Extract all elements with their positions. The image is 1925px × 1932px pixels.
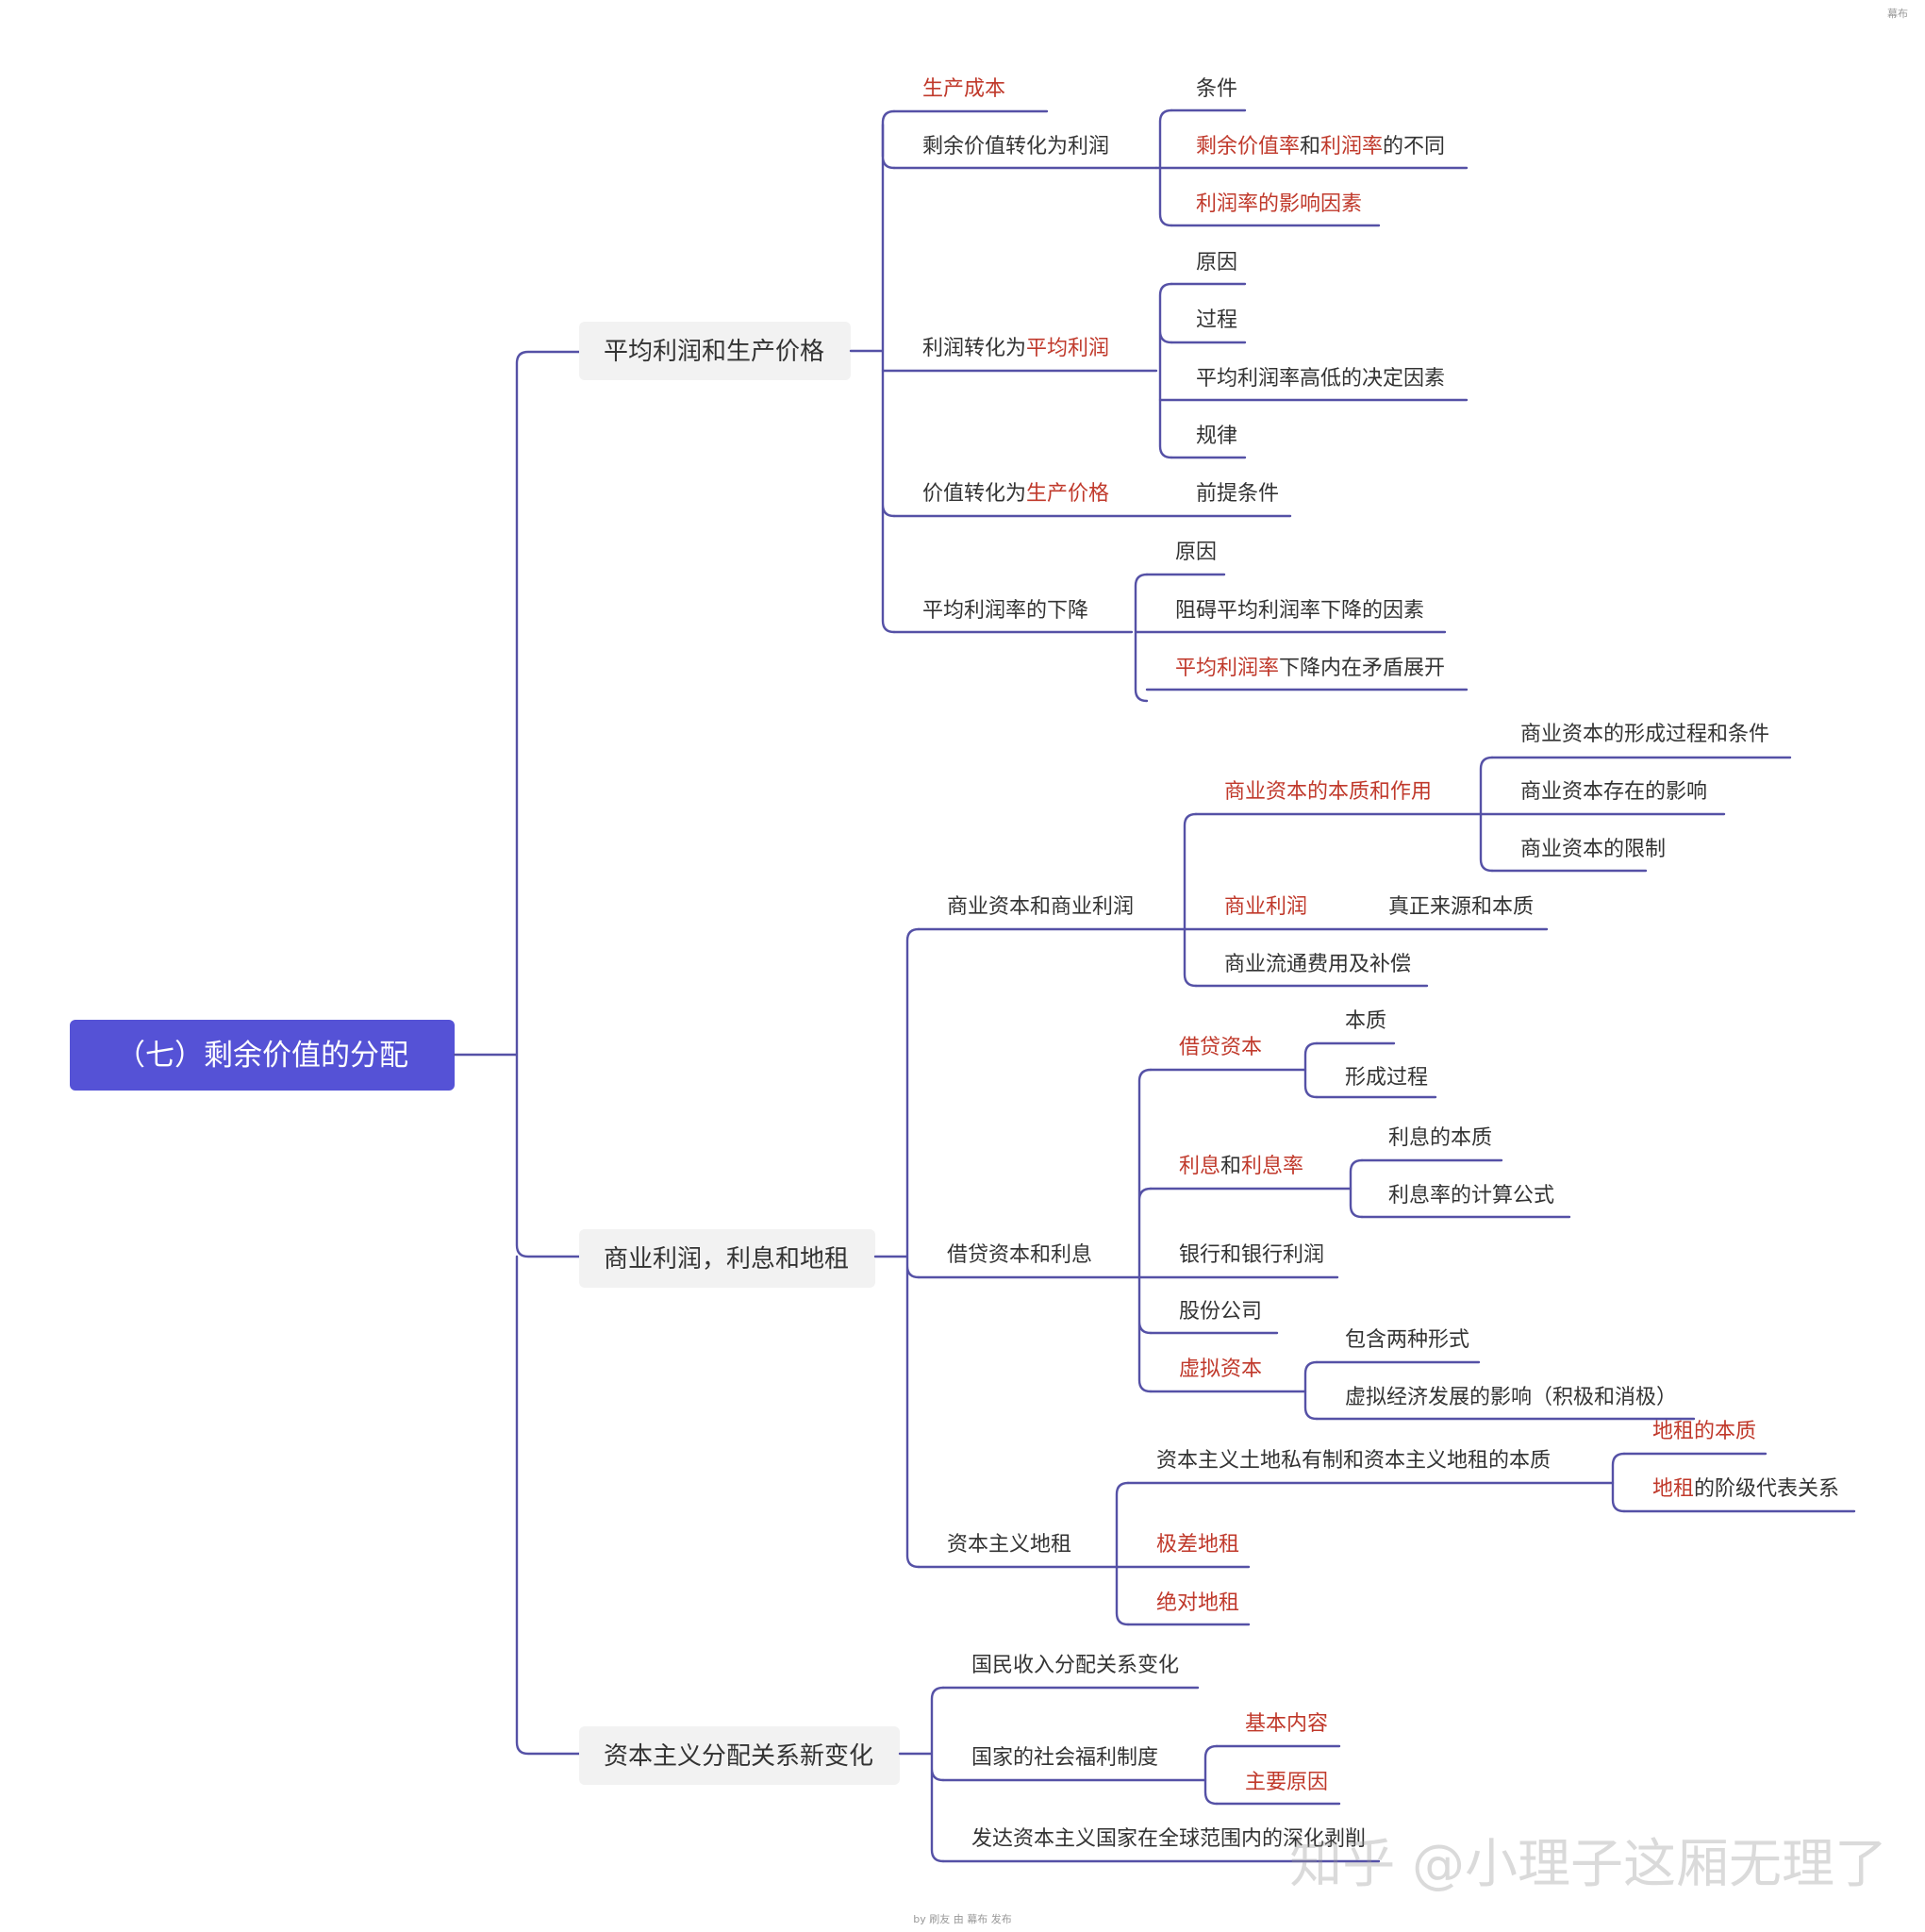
b1-c1-s1: 剩余价值率和利润率的不同 bbox=[1196, 135, 1445, 158]
b1-c0-label: 生产成本 bbox=[922, 77, 1005, 101]
b3-c2-label: 发达资本主义国家在全球范围内的深化剥削 bbox=[971, 1827, 1366, 1851]
b2-c2-s2: 绝对地租 bbox=[1156, 1591, 1239, 1615]
b1-c4-s1: 阻碍平均利润率下降的因素 bbox=[1175, 599, 1424, 623]
b2-c1-s0-g1: 形成过程 bbox=[1345, 1066, 1428, 1090]
b2-c0-label: 商业资本和商业利润 bbox=[947, 895, 1134, 919]
connector-b2 bbox=[873, 927, 921, 1569]
b3-c1-s0: 基本内容 bbox=[1245, 1712, 1328, 1736]
b2-c1-s1-g1: 利息率的计算公式 bbox=[1388, 1184, 1554, 1208]
b2-c1-s1-g0: 利息的本质 bbox=[1388, 1126, 1492, 1150]
watermark: 知乎 @小理子这厢无理了 bbox=[1289, 1834, 1887, 1895]
topic-avg-profit[interactable]: 平均利润和生产价格 bbox=[579, 322, 851, 380]
b2-c1-s2: 银行和银行利润 bbox=[1179, 1243, 1324, 1267]
b2-c0-s2: 商业流通费用及补偿 bbox=[1224, 953, 1411, 976]
b1-c2-s2: 平均利润率高低的决定因素 bbox=[1196, 367, 1445, 391]
root-node-label: （七）剩余价值的分配 bbox=[116, 1039, 408, 1073]
b2-c1-s4: 虚拟资本 bbox=[1179, 1357, 1262, 1381]
topic-new-changes[interactable]: 资本主义分配关系新变化 bbox=[579, 1726, 900, 1785]
b2-c2-s0-g0: 地租的本质 bbox=[1652, 1420, 1756, 1443]
footer-credit: by 刷友 由 幕布 发布 bbox=[913, 1913, 1012, 1925]
b1-c2-s0: 原因 bbox=[1196, 251, 1237, 275]
b1-c2-s3: 规律 bbox=[1196, 425, 1237, 448]
b1-c1-s0: 条件 bbox=[1196, 77, 1237, 101]
b2-c1-s0: 借贷资本 bbox=[1179, 1036, 1262, 1059]
b3-c1-s1: 主要原因 bbox=[1245, 1771, 1328, 1794]
b1-c1-s2: 利润率的影响因素 bbox=[1196, 192, 1362, 216]
b1-c2-label: 利润转化为平均利润 bbox=[922, 337, 1109, 360]
b2-c1-s4-g0: 包含两种形式 bbox=[1345, 1328, 1469, 1352]
b2-c0-s1-g0: 真正来源和本质 bbox=[1388, 895, 1534, 919]
connector-b3 bbox=[898, 1686, 945, 1863]
b2-c2-s1: 极差地租 bbox=[1156, 1533, 1239, 1557]
b2-c1-s3: 股份公司 bbox=[1179, 1300, 1262, 1324]
connector-b1-top bbox=[881, 109, 896, 158]
b2-c0-s0-g2: 商业资本的限制 bbox=[1520, 838, 1666, 861]
b2-c2-label: 资本主义地租 bbox=[947, 1533, 1071, 1557]
b1-c3-s0: 前提条件 bbox=[1196, 482, 1279, 506]
corner-logo: 幕布 bbox=[1887, 8, 1908, 20]
b2-c2-s0-g1: 地租的阶级代表关系 bbox=[1652, 1477, 1839, 1501]
b2-c1-label: 借贷资本和利息 bbox=[947, 1243, 1092, 1267]
b3-c1-label: 国家的社会福利制度 bbox=[971, 1746, 1158, 1770]
b2-c1-s0-g0: 本质 bbox=[1345, 1009, 1386, 1033]
b2-c0-s0: 商业资本的本质和作用 bbox=[1224, 780, 1432, 804]
connector-b1 bbox=[849, 123, 896, 634]
topic-new-changes-label: 资本主义分配关系新变化 bbox=[604, 1742, 873, 1771]
b2-c2-s0: 资本主义土地私有制和资本主义地租的本质 bbox=[1156, 1449, 1551, 1473]
b2-c1-s4-g1: 虚拟经济发展的影响（积极和消极） bbox=[1345, 1386, 1677, 1409]
b1-c4-label: 平均利润率的下降 bbox=[922, 599, 1088, 623]
b1-c2-s1: 过程 bbox=[1196, 308, 1237, 332]
connector-root bbox=[453, 350, 581, 1756]
b1-c4-s0: 原因 bbox=[1175, 541, 1217, 564]
b1-c1-label: 剩余价值转化为利润 bbox=[922, 135, 1109, 158]
b2-c0-s1: 商业利润 bbox=[1224, 895, 1307, 919]
topic-commercial-profit-label: 商业利润，利息和地租 bbox=[604, 1245, 849, 1274]
b2-c0-s0-g0: 商业资本的形成过程和条件 bbox=[1520, 723, 1769, 746]
root-node[interactable]: （七）剩余价值的分配 bbox=[70, 1020, 455, 1091]
b1-c4-s2: 平均利润率下降内在矛盾展开 bbox=[1175, 657, 1445, 680]
b1-c3-label: 价值转化为生产价格 bbox=[922, 482, 1109, 506]
topic-commercial-profit[interactable]: 商业利润，利息和地租 bbox=[579, 1229, 875, 1288]
b2-c0-s0-g1: 商业资本存在的影响 bbox=[1520, 780, 1707, 804]
topic-avg-profit-label: 平均利润和生产价格 bbox=[604, 338, 824, 366]
b2-c1-s1: 利息和利息率 bbox=[1179, 1155, 1303, 1178]
b3-c0-label: 国民收入分配关系变化 bbox=[971, 1654, 1179, 1677]
